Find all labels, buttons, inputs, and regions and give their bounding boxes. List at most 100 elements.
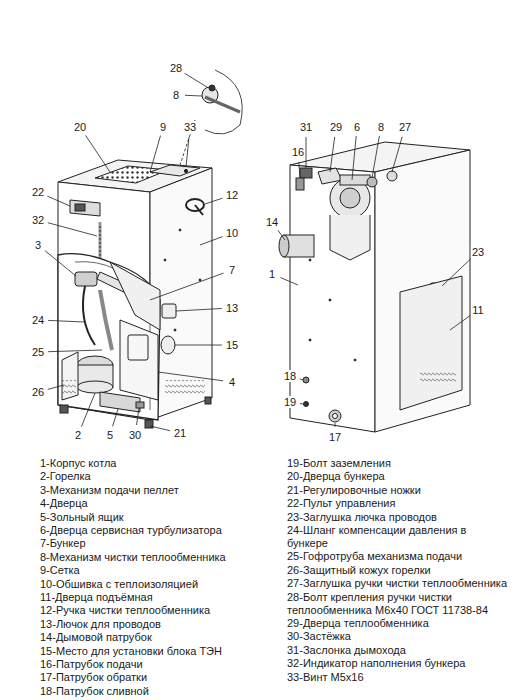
callout-number: 26 (31, 386, 45, 398)
callout-number: 20 (73, 121, 87, 133)
leader-line (150, 273, 224, 300)
callout-number: 32 (31, 214, 45, 226)
parts-list-item: 6-Дверца сервисная турбулизатора (40, 524, 272, 537)
parts-list-item: 15-Место для установки блока ТЭН (40, 645, 272, 658)
right-view (279, 142, 470, 432)
callout-number: 7 (228, 264, 236, 276)
leader-line (137, 408, 140, 425)
leader-line (81, 393, 95, 427)
callout-number: 9 (159, 121, 167, 133)
callout-number: 28 (169, 62, 183, 74)
callout-number: 6 (353, 121, 361, 133)
parts-list-item: 19-Болт заземления (287, 457, 509, 470)
callout-number: 17 (328, 431, 342, 443)
callout-number: 19 (283, 396, 297, 408)
leader-line (392, 137, 402, 172)
leader-line (205, 198, 222, 204)
parts-list-item: 12-Ручка чистки теплообменника (40, 604, 272, 617)
callout-number: 14 (265, 216, 279, 228)
leader-line (150, 136, 161, 172)
callout-number: 1 (268, 268, 276, 280)
leader-line (48, 320, 84, 322)
parts-list-item: 22-Пульт управления (287, 497, 509, 510)
parts-list-item: 28-Болт крепления ручки чистки теплообме… (287, 591, 509, 617)
parts-list-item: 25-Гофротруба механизма подачи (287, 550, 509, 563)
parts-list-item: 29-Дверца теплообменника (287, 617, 509, 630)
leader-line (48, 350, 102, 352)
parts-list-item: 13-Лючок для проводов (40, 618, 272, 631)
leader-line (450, 316, 470, 330)
parts-list-item: 32-Индикатор наполнения бункера (287, 657, 509, 670)
callout-number: 8 (172, 89, 180, 101)
parts-list-item: 11-Дверца подъёмная (40, 591, 272, 604)
parts-list-item: 10-Обшивка с теплоизоляцией (40, 578, 272, 591)
leader-line (185, 73, 207, 87)
callout-number: 33 (183, 121, 197, 133)
parts-list-item: 31-Заслонка дымохода (287, 644, 509, 657)
parts-list-item: 7-Бункер (40, 537, 272, 550)
parts-list-item: 4-Дверца (40, 497, 272, 510)
leader-line (300, 379, 303, 380)
leader-line (186, 137, 189, 167)
callout-number: 5 (106, 429, 114, 441)
callout-number: 29 (329, 121, 343, 133)
parts-list-item: 24-Шланг компенсации давления в бункере (287, 524, 509, 550)
parts-list-item: 33-Винт М5х16 (287, 671, 509, 684)
leader-line (86, 135, 110, 172)
callout-number: 3 (34, 239, 42, 251)
parts-list-item: 1-Корпус котла (40, 457, 272, 470)
leader-line (200, 237, 223, 245)
callout-number: 10 (225, 227, 239, 239)
callout-number: 18 (283, 370, 297, 382)
leader-line (278, 230, 285, 240)
leader-line (176, 309, 222, 312)
leader-line (300, 403, 303, 405)
parts-list-item: 27-Заглушка ручки чистки теплообменника (287, 577, 509, 590)
parts-list-item: 26-Защитный кожух горелки (287, 564, 509, 577)
parts-list-item: 30-Застёжка (287, 630, 509, 643)
callout-number: 27 (398, 121, 412, 133)
parts-list-item: 14-Дымовой патрубок (40, 631, 272, 644)
parts-list-item: 2-Горелка (40, 470, 272, 483)
parts-list-item: 17-Патрубок обратки (40, 671, 272, 684)
parts-list-item: 9-Сетка (40, 564, 272, 577)
leader-line (372, 136, 379, 178)
leader-line (48, 223, 97, 236)
leader-line (47, 196, 70, 206)
callout-number: 15 (225, 339, 239, 351)
callout-number: 21 (173, 427, 187, 439)
leader-line (45, 251, 76, 276)
parts-list-item: 8-Механизм чистки теплообменника (40, 551, 272, 564)
leader-line (113, 409, 118, 426)
leader-line (330, 137, 335, 172)
leader-line (442, 259, 471, 286)
callout-number: 31 (299, 121, 313, 133)
parts-list-item: 3-Механизм подачи пеллет (40, 484, 272, 497)
callout-number: 11 (471, 304, 484, 316)
leader-line (352, 136, 356, 180)
parts-list-item: 20-Дверца бункера (287, 470, 509, 483)
callout-number: 4 (228, 376, 236, 388)
leader-line (306, 137, 307, 168)
leader-line (175, 345, 222, 346)
callout-number: 23 (471, 246, 485, 258)
parts-list-item: 23-Заглушка лючка проводов (287, 511, 509, 524)
parts-list-item: 5-Зольный ящик (40, 511, 272, 524)
leader-lines (45, 73, 471, 430)
parts-list-item: 18-Патрубок сливной (40, 685, 272, 698)
leader-line (280, 278, 298, 286)
callout-number: 16 (291, 146, 305, 158)
callout-number: 8 (377, 121, 385, 133)
leader-line (185, 95, 202, 97)
left-view (58, 70, 242, 428)
callout-number: 12 (225, 189, 239, 201)
leader-line (48, 385, 64, 389)
parts-list-item: 16-Патрубок подачи (40, 658, 272, 671)
leader-line (158, 372, 223, 381)
callout-number: 2 (74, 429, 82, 441)
parts-list-item: 21-Регулировочные ножки (287, 484, 509, 497)
callout-number: 30 (128, 429, 142, 441)
callout-number: 25 (31, 346, 45, 358)
leader-line (335, 423, 336, 427)
callout-number: 22 (31, 186, 45, 198)
